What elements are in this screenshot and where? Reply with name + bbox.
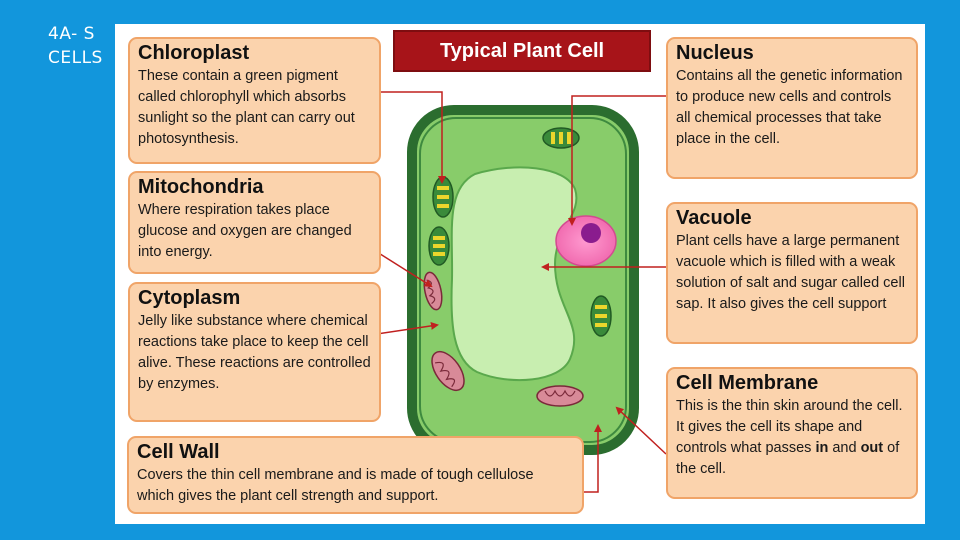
cell-wall-arrow <box>584 424 602 493</box>
vacuole-box: Vacuole Plant cells have a large permane… <box>666 202 918 344</box>
mitochondrion-shape <box>431 350 465 392</box>
mitochondria-arrow <box>376 251 433 288</box>
slide-label-line-1: 4A- S <box>48 24 95 44</box>
cell-membrane-word-in: in <box>815 440 829 456</box>
chloroplast-text: These contain a green pigment called chl… <box>138 68 355 147</box>
cell-membrane-text-part-2: and <box>828 440 861 456</box>
cytoplasm-heading: Cytoplasm <box>138 287 241 309</box>
chloroplast-shape <box>590 295 612 337</box>
vacuole-shape <box>450 166 578 382</box>
cytoplasm-text: Jelly like substance where chemical reac… <box>138 313 371 392</box>
plant-cell-illustration <box>376 91 667 493</box>
diagram-panel: Typical Plant Cell Chloroplast These con… <box>115 24 925 524</box>
chloroplast-box: Chloroplast These contain a green pigmen… <box>128 37 381 164</box>
cell-membrane-heading: Cell Membrane <box>676 372 819 394</box>
nucleus-text: Contains all the genetic information to … <box>676 68 903 147</box>
cell-membrane-text-part-1: This is the thin skin around the cell. I… <box>676 398 903 456</box>
cell-wall-box: Cell Wall Covers the thin cell membrane … <box>127 436 584 514</box>
slide-label-line-2: CELLS <box>48 48 103 68</box>
cell-membrane-word-out: out <box>860 440 884 456</box>
nucleus-box: Nucleus Contains all the genetic informa… <box>666 37 918 179</box>
chloroplast-arrow <box>377 91 446 184</box>
nucleolus-shape <box>581 223 601 243</box>
cell-wall-heading: Cell Wall <box>137 441 220 463</box>
mitochondrion-shape <box>536 385 584 407</box>
cell-wall-text: Covers the thin cell membrane and is mad… <box>137 467 534 504</box>
chloroplast-shape <box>428 226 450 266</box>
mitochondria-box: Mitochondria Where respiration takes pla… <box>128 171 381 274</box>
chloroplast-heading: Chloroplast <box>138 42 250 64</box>
vacuole-text: Plant cells have a large permanent vacuo… <box>676 233 905 312</box>
cell-membrane-box: Cell Membrane This is the thin skin arou… <box>666 367 918 499</box>
cell-membrane-arrow <box>615 406 667 455</box>
nucleus-heading: Nucleus <box>676 42 754 64</box>
cell-membrane-text: This is the thin skin around the cell. I… <box>676 396 908 480</box>
mitochondria-heading: Mitochondria <box>138 176 264 198</box>
cytoplasm-arrow <box>376 321 439 335</box>
vacuole-heading: Vacuole <box>676 207 752 229</box>
mitochondria-text: Where respiration takes place glucose an… <box>138 202 352 260</box>
cytoplasm-box: Cytoplasm Jelly like substance where che… <box>128 282 381 422</box>
slide-label: 4A- S CELLS <box>48 22 103 70</box>
chloroplast-shape <box>542 127 580 149</box>
nucleus-arrow <box>568 95 666 226</box>
chloroplast-shape <box>432 176 454 218</box>
diagram-title: Typical Plant Cell <box>393 30 651 72</box>
cell-membrane-text-part-3: of the cell. <box>676 440 900 477</box>
